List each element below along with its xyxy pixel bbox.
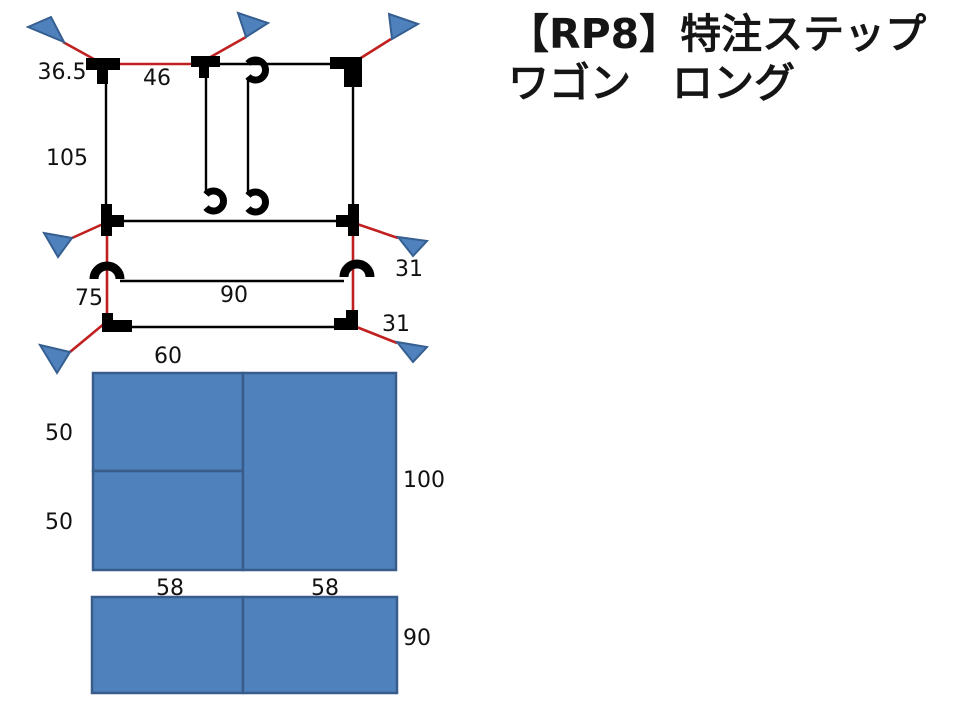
- panel-sheet1: [91, 371, 398, 572]
- t-connector-top-left: [86, 58, 120, 84]
- stake-icon-mid-right: [395, 235, 430, 258]
- rope-top-center: [206, 35, 247, 61]
- rope-mid-left: [71, 222, 104, 240]
- panel-sheet2-left: [90, 595, 245, 695]
- pole-lines: [104, 62, 355, 329]
- dim-pole-bottom: 60: [154, 344, 182, 369]
- elbow-connector-bottom-right: [334, 310, 358, 330]
- stake-icon-top-left: [25, 15, 67, 44]
- stake-icon-bottom-right: [394, 340, 430, 364]
- dim-pole-left-lower: 75: [75, 286, 103, 311]
- dim-pole-mid: 90: [220, 283, 248, 308]
- rope-bottom-left: [69, 321, 106, 354]
- panel-sheet1-right: [241, 371, 398, 572]
- rope-bottom-right: [353, 324, 398, 345]
- dim-pole-left-upper: 105: [46, 146, 88, 171]
- t-connector-mid-left: [101, 204, 124, 236]
- ring-clip-right: [339, 259, 375, 278]
- rope-mid-right: [356, 222, 399, 240]
- dim-rope-bottom-right: 31: [382, 312, 410, 337]
- panel-sheet1-left-top: [91, 371, 245, 473]
- panel-sheet2-right: [241, 595, 399, 695]
- stake-icon-top-right: [387, 12, 421, 41]
- t-connector-top-mid: [191, 56, 220, 78]
- panel-sheet1-left-bottom: [91, 469, 245, 572]
- dim-rope-top-left: 36.5: [38, 60, 87, 85]
- dim-rope-top-mid: 46: [143, 66, 171, 91]
- elbow-connector-top-right: [330, 57, 362, 87]
- stakes: [25, 11, 430, 375]
- elbow-connector-bottom-left: [102, 313, 132, 332]
- dim-sheet2-left-width: 58: [156, 576, 184, 601]
- stake-icon-mid-left: [42, 231, 74, 259]
- dim-sheet1-left-bottom: 50: [45, 510, 73, 535]
- panel-sheet2: [90, 595, 399, 695]
- dim-sheet1-left-top: 50: [45, 421, 73, 446]
- hook-clip-top: [245, 56, 269, 84]
- dim-rope-mid-right: 31: [395, 257, 423, 282]
- ring-clip-left: [89, 261, 125, 280]
- t-connector-mid-right: [336, 204, 359, 236]
- stake-icon-top-mid: [236, 11, 271, 39]
- dim-sheet1-right: 100: [403, 468, 445, 493]
- dim-sheet2-height: 90: [403, 626, 431, 651]
- page-title: 【RP8】特注ステップワゴン ロング: [508, 10, 927, 108]
- hook-clip-lower-right: [245, 188, 269, 216]
- hook-clip-lower-left: [203, 187, 227, 215]
- stake-icon-bottom-left: [37, 343, 72, 375]
- dim-sheet2-right-width: 58: [311, 576, 339, 601]
